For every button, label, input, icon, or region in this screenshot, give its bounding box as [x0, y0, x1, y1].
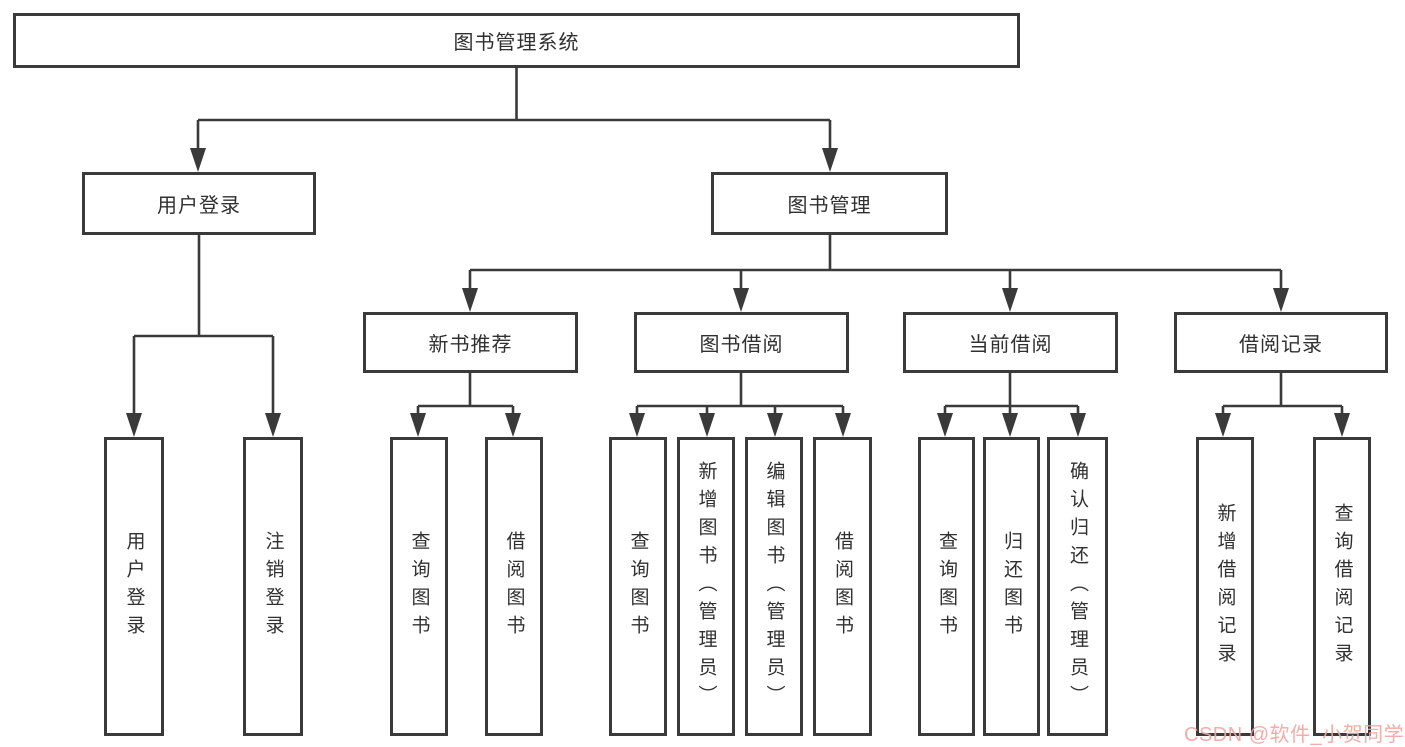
node-leaf-bb-edit-books-admin-label: 编辑图书（管理员）: [763, 460, 785, 713]
arrowheads: [126, 148, 1350, 437]
node-root: 图书管理系统: [13, 13, 1020, 68]
node-leaf-br-add-record: 新增借阅记录: [1196, 437, 1254, 736]
node-user-login-group: 用户登录: [82, 172, 316, 235]
node-new-book-recommend: 新书推荐: [363, 312, 578, 373]
node-leaf-cb-query-books: 查询图书: [918, 437, 975, 736]
node-current-borrow: 当前借阅: [903, 312, 1118, 373]
node-leaf-br-add-record-label: 新增借阅记录: [1214, 502, 1236, 671]
node-leaf-bb-add-books-admin-label: 新增图书（管理员）: [695, 460, 717, 713]
node-leaf-cb-query-books-label: 查询图书: [936, 530, 957, 643]
node-leaf-logout: 注销登录: [243, 437, 303, 736]
node-leaf-logout-label: 注销登录: [262, 530, 284, 643]
node-root-label: 图书管理系统: [453, 32, 580, 54]
node-leaf-bb-borrow-books: 借阅图书: [813, 437, 872, 736]
node-new-book-recommend-label: 新书推荐: [428, 334, 513, 356]
node-leaf-bb-borrow-books-label: 借阅图书: [832, 530, 853, 643]
node-leaf-user-login-label: 用户登录: [123, 530, 145, 643]
node-leaf-br-query-record: 查询借阅记录: [1313, 437, 1371, 736]
node-current-borrow-label: 当前借阅: [968, 334, 1053, 356]
node-leaf-cb-return-books: 归还图书: [983, 437, 1040, 736]
node-borrow-records-label: 借阅记录: [1239, 334, 1323, 356]
node-leaf-cb-confirm-return-admin: 确认归还（管理员）: [1047, 437, 1108, 736]
node-leaf-user-login: 用户登录: [104, 437, 164, 736]
node-leaf-bb-query-books: 查询图书: [609, 437, 667, 736]
node-book-borrow-label: 图书借阅: [699, 334, 784, 356]
node-leaf-nbr-query-books-label: 查询图书: [408, 530, 430, 643]
node-leaf-bb-add-books-admin: 新增图书（管理员）: [677, 437, 735, 736]
node-leaf-cb-confirm-return-admin-label: 确认归还（管理员）: [1067, 460, 1088, 713]
node-leaf-nbr-query-books: 查询图书: [390, 437, 448, 736]
node-leaf-bb-edit-books-admin: 编辑图书（管理员）: [745, 437, 803, 736]
node-book-management-group-label: 图书管理: [787, 195, 872, 217]
csdn-watermark: CSDN @软件_小贺同学: [1184, 724, 1405, 746]
node-user-login-group-label: 用户登录: [157, 195, 241, 217]
node-leaf-bb-query-books-label: 查询图书: [627, 530, 649, 643]
node-borrow-records: 借阅记录: [1174, 312, 1388, 373]
node-leaf-nbr-borrow-books: 借阅图书: [485, 437, 543, 736]
node-leaf-nbr-borrow-books-label: 借阅图书: [503, 530, 525, 643]
node-book-management-group: 图书管理: [711, 172, 948, 235]
node-leaf-cb-return-books-label: 归还图书: [1001, 530, 1022, 643]
node-leaf-br-query-record-label: 查询借阅记录: [1331, 502, 1353, 671]
node-book-borrow: 图书借阅: [634, 312, 849, 373]
